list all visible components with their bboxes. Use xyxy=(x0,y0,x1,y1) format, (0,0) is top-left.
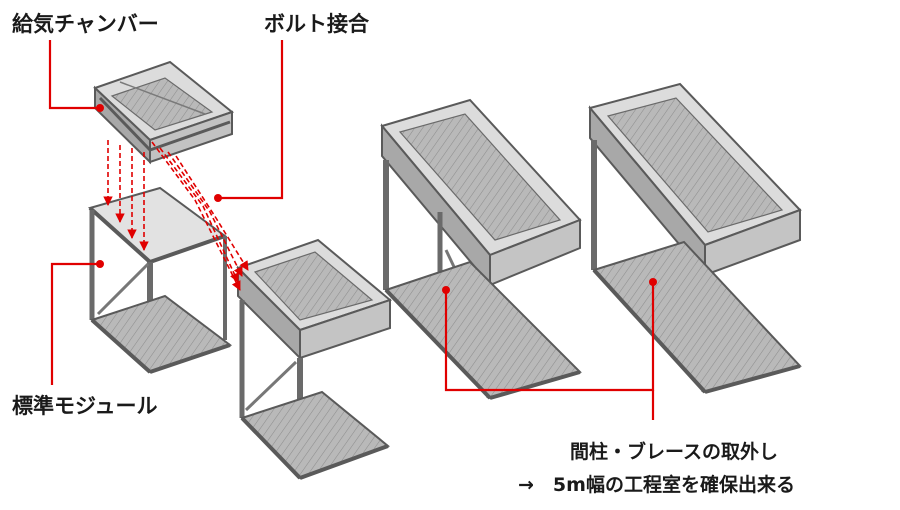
assembled-module-b xyxy=(588,82,802,394)
callout-dots xyxy=(96,104,657,294)
label-bolt-joint: ボルト接合 xyxy=(264,12,369,36)
label-standard-module: 標準モジュール xyxy=(12,394,158,418)
note-remove-posts: 間柱・ブレースの取外し xyxy=(570,441,779,463)
callout-lines xyxy=(48,40,655,420)
supply-chamber-unit xyxy=(93,60,235,165)
assembled-module-a xyxy=(380,98,582,400)
note-process-room-width: → 5m幅の工程室を確保出来る xyxy=(518,474,795,496)
assembly-arrows xyxy=(103,140,249,291)
standard-module-left xyxy=(87,186,233,374)
label-supply-chamber: 給気チャンバー xyxy=(12,12,159,36)
module-center xyxy=(236,238,393,480)
